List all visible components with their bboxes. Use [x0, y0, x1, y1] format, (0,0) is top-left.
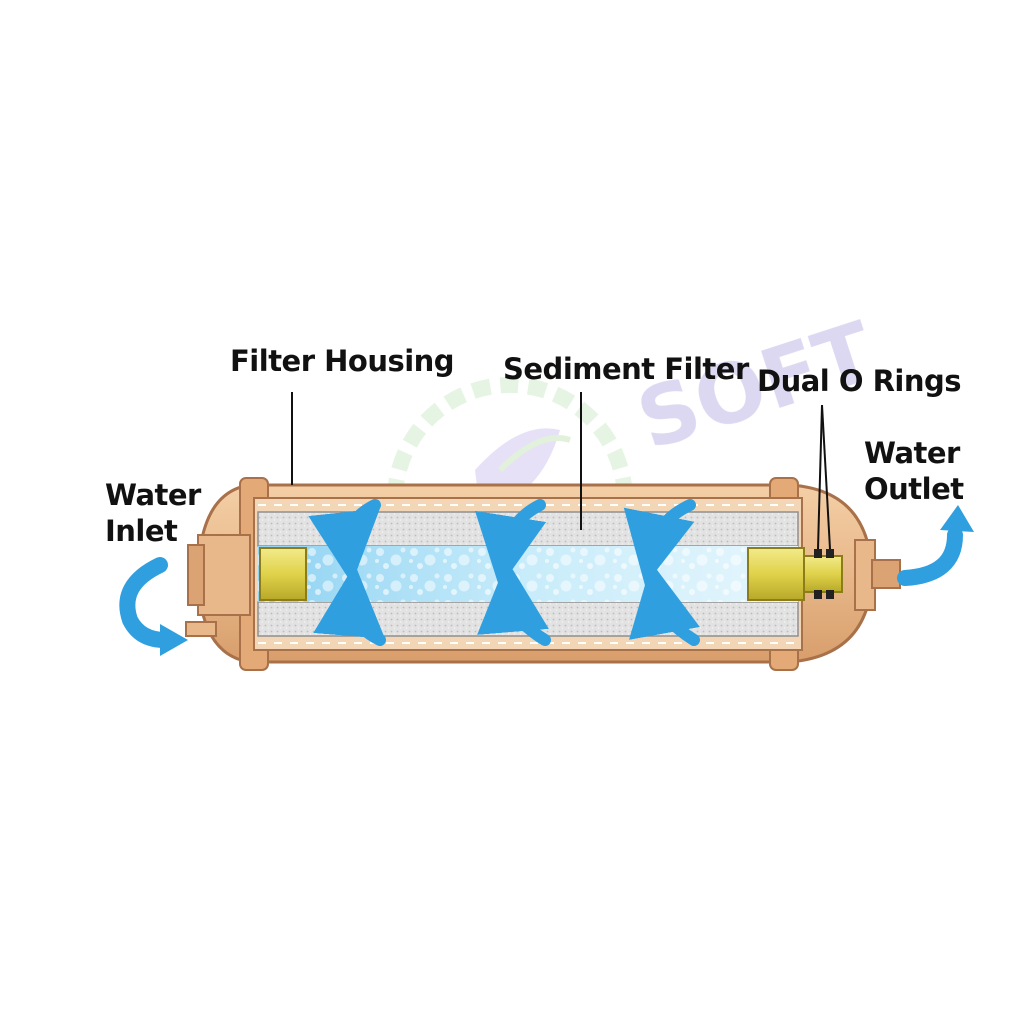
dual-o-rings-leader-2 [821, 404, 831, 550]
water-inlet-label-line1: Water [105, 478, 201, 512]
left-end-connector [259, 547, 307, 601]
water-outlet-label-line2: Outlet [864, 472, 964, 506]
water-core [258, 546, 798, 602]
water-inlet-label: Water Inlet [105, 477, 201, 549]
water-outlet-label-line1: Water [864, 436, 960, 470]
water-outlet-arrow [897, 505, 974, 586]
inlet-fitting [185, 534, 251, 637]
dual-o-rings-leader-1 [817, 404, 823, 550]
outlet-fitting [854, 539, 901, 611]
water-inlet-label-line2: Inlet [105, 514, 178, 548]
filter-housing-label: Filter Housing [230, 344, 455, 378]
right-end-connector [747, 547, 843, 601]
dual-o-rings-label: Dual O Rings [757, 364, 962, 398]
flow-arrows [308, 499, 700, 646]
leader-lines [291, 392, 831, 550]
water-outlet-label: Water Outlet [864, 435, 964, 507]
dual-o-rings [814, 549, 834, 599]
sediment-filter-label: Sediment Filter [503, 352, 749, 386]
water-inlet-arrow [119, 557, 188, 656]
